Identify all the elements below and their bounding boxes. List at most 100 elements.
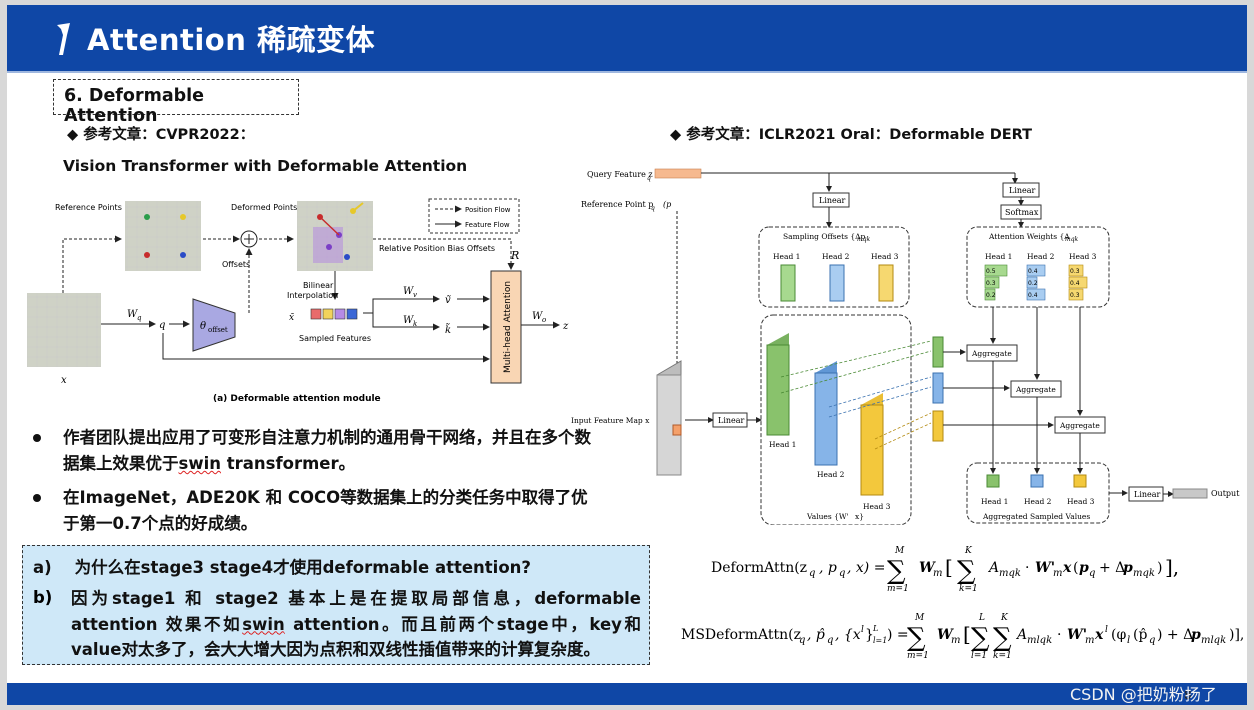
- formula-symbol: m=1: [907, 651, 929, 661]
- weight-value: 0.3: [1070, 268, 1080, 275]
- bilinear-label: Bilinear: [303, 281, 334, 290]
- formula-symbol: q: [809, 568, 815, 579]
- deformed-points-label: Deformed Points: [231, 203, 297, 212]
- formula-symbol: k=1: [959, 584, 978, 594]
- formula-symbol: L: [872, 624, 878, 633]
- values-label-tail: x}: [855, 512, 864, 521]
- bullet-text: 作者团队提出应用了可变形自注意力机制的通用骨干网络，并且在多个数据集上效果优于: [63, 428, 591, 473]
- question-text: 为什么在stage3 stage4才使用deformable attention…: [74, 558, 531, 577]
- bullet-icon: [33, 434, 41, 442]
- formula-symbol: }: [865, 627, 874, 643]
- linear-offsets-box: [812, 192, 850, 208]
- z-symbol: z: [562, 321, 569, 332]
- answer-part-1: 因为stage1 和 stage2 基本上是在提取局部信息，deformable…: [71, 589, 641, 634]
- formula-symbol: , {x: [835, 627, 861, 643]
- section-number-icon: [57, 23, 70, 55]
- weight-value: 0.4: [1028, 268, 1038, 275]
- attention-weights-label: Attention Weights {A: [988, 232, 1070, 241]
- formula-symbol: ],: [1165, 555, 1179, 579]
- section-heading-box: 6. Deformable Attention: [53, 79, 299, 126]
- formula-symbol: ∑: [993, 623, 1012, 653]
- sampled-vectors: [932, 336, 944, 442]
- linear-label: Linear: [1009, 186, 1036, 195]
- section-heading: 6. Deformable Attention: [64, 86, 205, 126]
- deformable-attention-module-figure: Reference Points Deformed Points Positio…: [27, 198, 569, 404]
- r-symbol: R: [510, 249, 519, 262]
- reference-points-label: Reference Points: [55, 203, 122, 212]
- answer-part-2: attention。而且前两个stage中，key和value对太多了，会大大增…: [71, 614, 642, 660]
- bullet-tail: transformer。: [220, 454, 356, 473]
- head1-label: Head 1: [981, 497, 1008, 506]
- sampled-features-label: Sampled Features: [299, 334, 371, 343]
- formula-symbol: l=1: [971, 651, 987, 661]
- formulas: DeformAttn(z q , p q , x) = M ∑ m=1 W m …: [681, 546, 1244, 661]
- formula-symbol: L: [978, 613, 985, 623]
- title-bar: Attention 稀疏变体: [7, 5, 1247, 71]
- sampling-links: [780, 340, 932, 450]
- flow-legend: [428, 198, 520, 234]
- reference-point-label: Reference Point p: [581, 200, 653, 209]
- wq-symbol: W: [127, 309, 138, 320]
- offset-bars: [780, 264, 894, 302]
- formula-symbol: ·: [1025, 560, 1029, 576]
- formula-symbol: p: [1191, 627, 1201, 643]
- formula-symbol: W: [937, 627, 954, 643]
- wo-subscript: o: [542, 316, 546, 324]
- k-tilde-symbol: k̃: [445, 323, 451, 336]
- formula-symbol: (: [1073, 560, 1078, 576]
- left-reference-paper: Vision Transformer with Deformable Atten…: [63, 157, 468, 175]
- weight-value: 0.2: [986, 292, 996, 299]
- page-number: 8: [1184, 688, 1192, 702]
- values-panel: [760, 314, 912, 525]
- formula-symbol: ) + Δ: [1157, 627, 1193, 643]
- mha-label: Multi-head Attention: [503, 281, 513, 373]
- bullet-icon: [33, 494, 41, 502]
- v-tilde-symbol: ṽ: [445, 295, 451, 306]
- linear-label: Linear: [1134, 490, 1161, 499]
- head3-label: Head 3: [871, 252, 899, 261]
- formula-symbol: , p̂: [807, 627, 825, 643]
- softmax-label: Softmax: [1005, 208, 1039, 217]
- formula-symbol: q: [1149, 635, 1155, 646]
- head1-label: Head 1: [773, 252, 800, 261]
- formula-symbol: mlqk: [1201, 635, 1226, 646]
- feature-flow-label: Feature Flow: [465, 221, 510, 229]
- formula-symbol: p: [1123, 560, 1133, 576]
- formula-symbol: (φ: [1111, 627, 1126, 643]
- head1-label: Head 1: [985, 252, 1012, 261]
- values-label: Values {W': [806, 512, 849, 521]
- formula2-lhs: MSDeformAttn(z: [681, 627, 801, 643]
- sampling-offsets-panel: [758, 226, 910, 308]
- q-symbol: q: [159, 320, 165, 331]
- slide: Attention 稀疏变体 6. Deformable Attention ◆…: [7, 5, 1247, 705]
- wk-symbol: W: [403, 315, 414, 326]
- aggregate-label: Aggregate: [1059, 421, 1100, 430]
- formula-symbol: ∑: [887, 556, 906, 586]
- page-title: Attention 稀疏变体: [87, 23, 375, 57]
- wk-subscript: k: [413, 320, 417, 328]
- query-feature-bar: [654, 168, 702, 179]
- formula-symbol: l: [861, 625, 864, 635]
- output-bar: [1172, 488, 1208, 499]
- formula-symbol: q: [827, 635, 833, 646]
- formula-symbol: A: [1015, 627, 1027, 643]
- weight-value: 0.4: [1028, 292, 1038, 299]
- wv-subscript: v: [413, 291, 417, 299]
- head2-label: Head 2: [817, 470, 845, 479]
- x-tilde-symbol: x̃: [289, 312, 294, 323]
- formula-symbol: m: [1053, 568, 1062, 579]
- head1-value-map: [766, 344, 790, 436]
- weight-value: 0.3: [986, 280, 996, 287]
- formula-symbol: A: [987, 560, 999, 576]
- formula-symbol: l=1: [873, 636, 887, 645]
- head1-label: Head 1: [769, 440, 796, 449]
- linear-label: Linear: [718, 416, 745, 425]
- formula-symbol: m: [951, 635, 960, 646]
- formula-symbol: k=1: [993, 651, 1012, 661]
- formula-symbol: ∑: [971, 623, 990, 653]
- formula-symbol: ∑: [907, 623, 926, 653]
- attention-weights-subscript: mqk: [1065, 236, 1079, 243]
- interpolation-label: Interpolation: [287, 291, 338, 300]
- formula-symbol: K: [1000, 613, 1009, 623]
- multi-head-attention-block: [490, 270, 522, 384]
